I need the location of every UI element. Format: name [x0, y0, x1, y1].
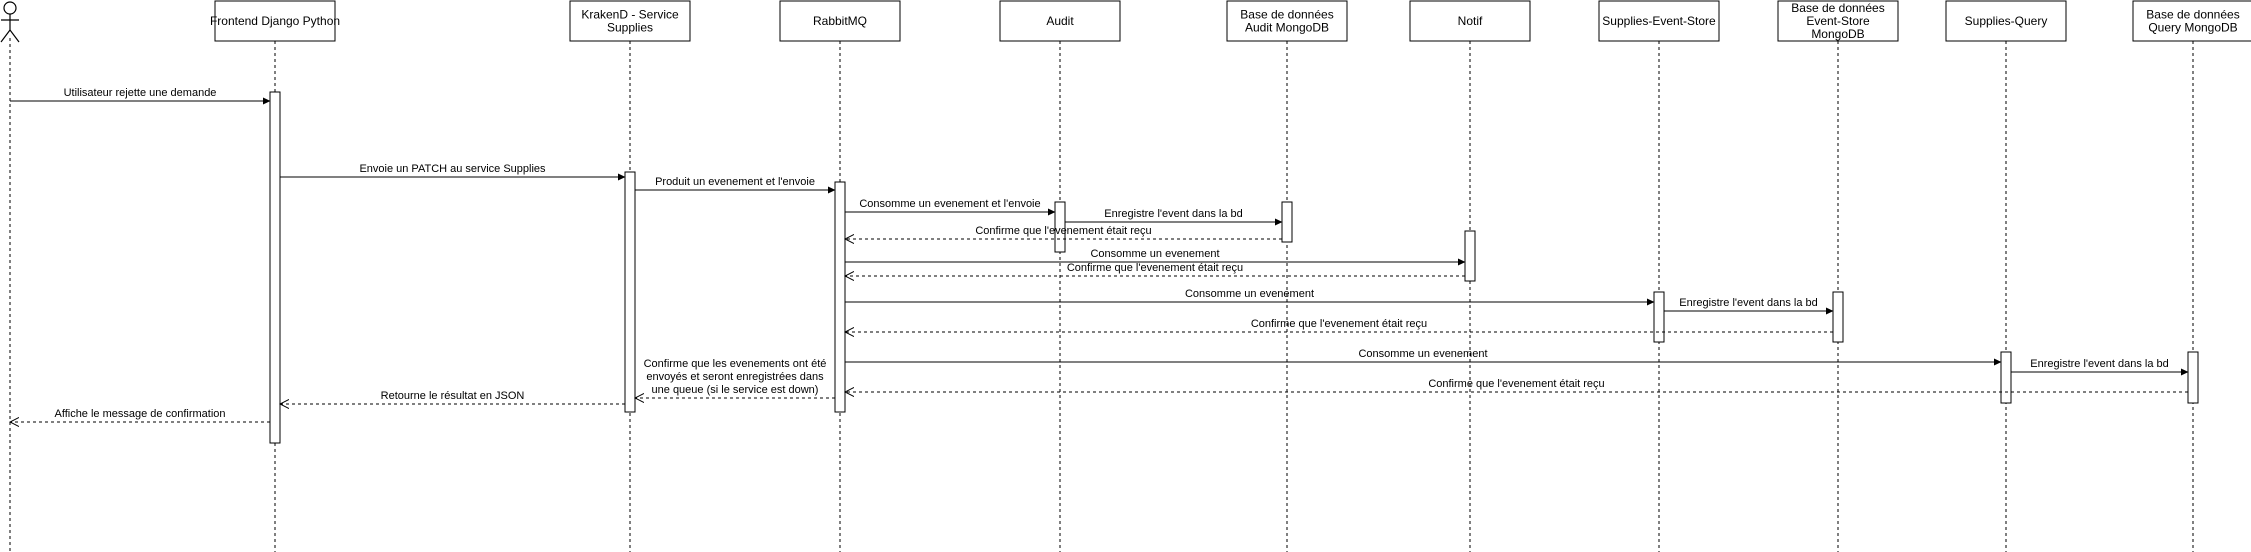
message-label: Confirme que l'evenement était reçu: [1067, 262, 1243, 274]
participant-label: Supplies-Event-Store: [1602, 14, 1716, 28]
participant-label: Audit: [1046, 14, 1074, 28]
participant-eventstore: Supplies-Event-Store: [1598, 0, 1720, 42]
message-label: Confirme que l'evenement était reçu: [1251, 318, 1427, 330]
participant-label: Supplies: [607, 21, 653, 35]
message-9: Consomme un evenement: [845, 288, 1655, 306]
participant-label: Supplies-Query: [1965, 14, 2048, 28]
message-3: Produit un evenement et l'envoie: [635, 176, 836, 194]
message-label: Enregistre l'event dans la bd: [2030, 358, 2168, 370]
message-label: Enregistre l'event dans la bd: [1104, 208, 1242, 220]
participant-rabbitmq: RabbitMQ: [779, 0, 901, 42]
activation-bar-krakend: [624, 171, 636, 413]
participant-label: Query MongoDB: [2148, 21, 2237, 35]
activation-bar-rabbitmq: [834, 181, 846, 413]
message-11: Confirme que l'evenement était reçu: [845, 318, 1833, 332]
message-7: Consomme un evenement: [845, 248, 1466, 266]
activation-bar-audit: [1054, 201, 1066, 253]
message-label: Confirme que l'evenement était reçu: [975, 225, 1151, 237]
message-10: Enregistre l'event dans la bd: [1664, 297, 1834, 315]
message-label: Produit un evenement et l'envoie: [655, 176, 815, 188]
activation-bar-querydb: [2187, 351, 2199, 404]
activation-bar-eventstoredb: [1832, 291, 1844, 343]
participant-label: Base de données: [1240, 8, 1333, 22]
message-label: Enregistre l'event dans la bd: [1679, 297, 1817, 309]
participant-audit: Audit: [999, 0, 1121, 42]
message-label: Consomme un evenement: [1358, 348, 1487, 360]
participant-label: Base de données: [1791, 1, 1884, 15]
participant-label: Event-Store: [1806, 14, 1870, 28]
message-label: Confirme que les evenements ont été: [644, 358, 827, 370]
message-1: Utilisateur rejette une demande: [10, 87, 271, 105]
message-label: envoyés et seront enregistrées dans: [646, 371, 824, 383]
activation-bar-notif: [1464, 230, 1476, 282]
participant-label: RabbitMQ: [813, 14, 867, 28]
message-14: Confirme que l'evenement était reçu: [845, 378, 2188, 392]
user-actor-icon: [0, 1, 20, 43]
message-16: Retourne le résultat en JSON: [280, 390, 625, 404]
activation-bar-auditdb: [1281, 201, 1293, 243]
message-label: Consomme un evenement: [1090, 248, 1219, 260]
message-5: Enregistre l'event dans la bd: [1065, 208, 1283, 226]
message-17: Affiche le message de confirmation: [10, 408, 270, 422]
message-label: Consomme un evenement et l'envoie: [859, 198, 1040, 210]
message-12: Consomme un evenement: [845, 348, 2002, 366]
message-label: Envoie un PATCH au service Supplies: [359, 163, 546, 175]
activation-bar-eventstore: [1653, 291, 1665, 343]
activation-bar-query: [2000, 351, 2012, 404]
message-4: Consomme un evenement et l'envoie: [845, 198, 1056, 216]
message-label: Consomme un evenement: [1185, 288, 1314, 300]
participant-label: Base de données: [2146, 8, 2239, 22]
message-15: Confirme que les evenements ont étéenvoy…: [635, 358, 835, 398]
message-label: Confirme que l'evenement était reçu: [1428, 378, 1604, 390]
participant-label: Audit MongoDB: [1245, 21, 1329, 35]
participant-label: MongoDB: [1811, 27, 1864, 41]
participant-notif: Notif: [1409, 0, 1531, 42]
message-6: Confirme que l'evenement était reçu: [845, 225, 1282, 239]
participant-label: Notif: [1458, 14, 1483, 28]
message-label: Utilisateur rejette une demande: [64, 87, 217, 99]
message-label: une queue (si le service est down): [652, 384, 819, 396]
message-label: Retourne le résultat en JSON: [381, 390, 525, 402]
participant-frontend: Frontend Django Python: [210, 0, 340, 42]
participant-label: Frontend Django Python: [210, 14, 340, 28]
participant-query: Supplies-Query: [1945, 0, 2067, 42]
message-8: Confirme que l'evenement était reçu: [845, 262, 1465, 276]
activation-bar-frontend: [269, 91, 281, 444]
participant-label: KrakenD - Service: [581, 8, 679, 22]
message-13: Enregistre l'event dans la bd: [2011, 358, 2189, 376]
message-label: Affiche le message de confirmation: [55, 408, 226, 420]
message-2: Envoie un PATCH au service Supplies: [280, 163, 626, 181]
